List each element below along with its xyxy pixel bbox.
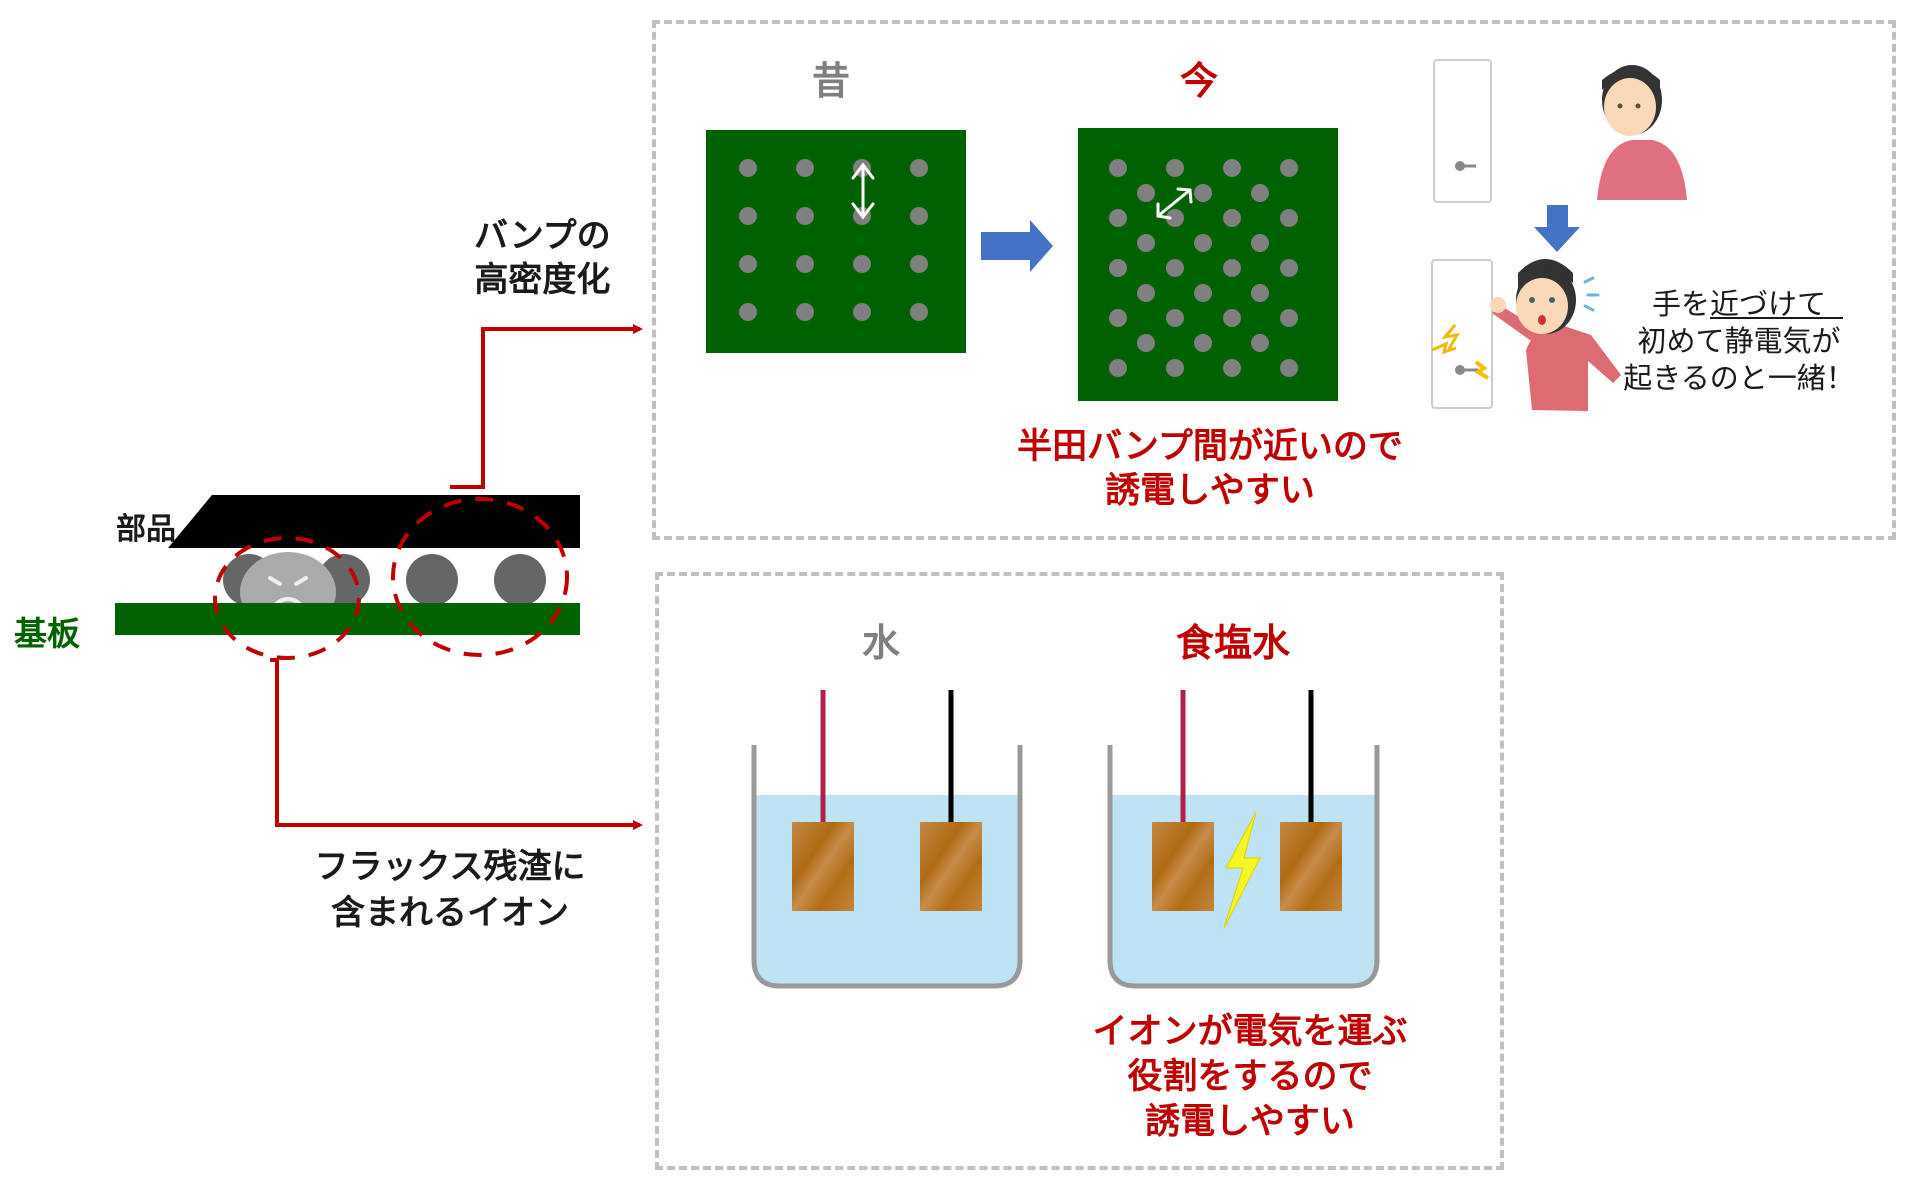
bump-dot [1137,334,1155,352]
component-label: 部品 [116,512,176,547]
bump-dot [1137,234,1155,252]
before-label: 昔 [812,59,851,103]
bump-dot [739,207,757,225]
bump-dot [1194,284,1212,302]
down-arrow-icon [1534,205,1580,252]
bump-dot [1223,309,1241,327]
flux-ion-label: フラックス残渣に 含まれるイオン [290,844,610,936]
bump-dot [1280,359,1298,377]
door-top [1433,59,1492,203]
bump-dot [1223,259,1241,277]
bump-dot [1280,159,1298,177]
ion-caption-line-2: 役割をするので [1127,1057,1373,1097]
person-shocked-icon [1490,259,1621,411]
bump-dot [796,255,814,273]
cross-section [115,324,643,830]
bump-dot [1280,309,1298,327]
bump-dot [1251,234,1269,252]
bump-dot [739,303,757,321]
bump-dot [853,303,871,321]
analogy-line-1-prefix: 手を [1651,287,1710,321]
bump-dot [1137,284,1155,302]
bump-dot [1109,309,1127,327]
bump-dot [910,207,928,225]
flux-ion-line-1: フラックス残渣に [314,847,586,887]
electrode-plate [920,822,982,911]
bump-dot [1109,209,1127,227]
bump-dot [1251,334,1269,352]
bump-dot [1280,259,1298,277]
flux-highlight-circle [213,536,361,660]
bump-dot [796,159,814,177]
analogy-line-2: 初めて静電気が [1637,324,1841,358]
after-pcb [1078,128,1338,401]
flux-ion-line-2: 含まれるイオン [331,893,569,933]
bump-dot [1223,159,1241,177]
bump-dot [1194,334,1212,352]
density-panel [652,20,1896,540]
bump-dot [910,159,928,177]
analogy-line-3: 起きるのと一緒！ [1623,361,1855,395]
bump-density-line-2: 高密度化 [474,260,611,300]
bump-dot [1194,184,1212,202]
water-beaker [751,690,1023,989]
bump-dot [1109,259,1127,277]
ion-caption: イオンが電気を運ぶ 役割をするので 誘電しやすい [1060,1010,1440,1145]
bump-density-arrow [450,324,643,489]
bump-dot [1109,359,1127,377]
ion-panel [655,572,1504,1170]
bump-density-line-1: バンプの [474,216,611,256]
water-label: 水 [862,621,901,665]
bump-caption-line-1: 半田バンプ間が近いので [1017,427,1403,467]
analogy-text: 手を近づけて 初めて静電気が 起きるのと一緒！ [1604,286,1874,397]
bump-dot [1251,184,1269,202]
before-pcb [706,130,966,353]
flux-ion-arrow [270,658,643,830]
substrate-label: 基板 [14,614,80,653]
person-calm-icon [1597,65,1687,200]
bump-dot [739,255,757,273]
bump-dot [910,255,928,273]
bump-dot [1280,209,1298,227]
door-bottom [1431,259,1493,409]
bump-caption-line-2: 誘電しやすい [1105,471,1315,511]
bump-dot [1223,359,1241,377]
pitch-arrow-diagonal-icon [1156,187,1193,220]
bump-density-label: バンプの 高密度化 [474,214,611,302]
ion-caption-line-3: 誘電しやすい [1145,1102,1355,1142]
pitch-arrow-vertical-icon [851,162,875,220]
analogy-line-1: 手を近づけて [1604,286,1874,323]
electrode-plate [1280,822,1342,911]
bump-dot [1137,184,1155,202]
after-label: 今 [1180,59,1219,103]
bump-dot [1251,284,1269,302]
bump-highlight-circle [391,497,569,657]
bump-dot [1166,159,1184,177]
bump-dot [853,255,871,273]
bump-dot [796,207,814,225]
bump-dot [910,303,928,321]
bump-dot [1194,234,1212,252]
bump-dot [1166,259,1184,277]
bump-dot [1166,309,1184,327]
ion-caption-line-1: イオンが電気を運ぶ [1092,1012,1408,1052]
bump-dot [1166,359,1184,377]
solder-bump [406,554,458,606]
bump-dot [1223,209,1241,227]
electrode-plate [792,822,854,911]
saltwater-beaker [1107,690,1380,989]
component-body [168,495,580,548]
transition-arrow-right-icon [981,220,1053,272]
bump-dot [739,159,757,177]
analogy-line-1-underlined: 近づけて [1710,287,1827,321]
bump-dot [1109,159,1127,177]
bump-caption: 半田バンプ間が近いので 誘電しやすい [990,425,1430,513]
bump-dot [796,303,814,321]
electrode-plate [1152,822,1214,911]
lightning-bolt-icon [1223,811,1261,929]
saltwater-label: 食塩水 [1176,621,1291,665]
bump-dot [1166,209,1184,227]
solder-bump [494,554,546,606]
